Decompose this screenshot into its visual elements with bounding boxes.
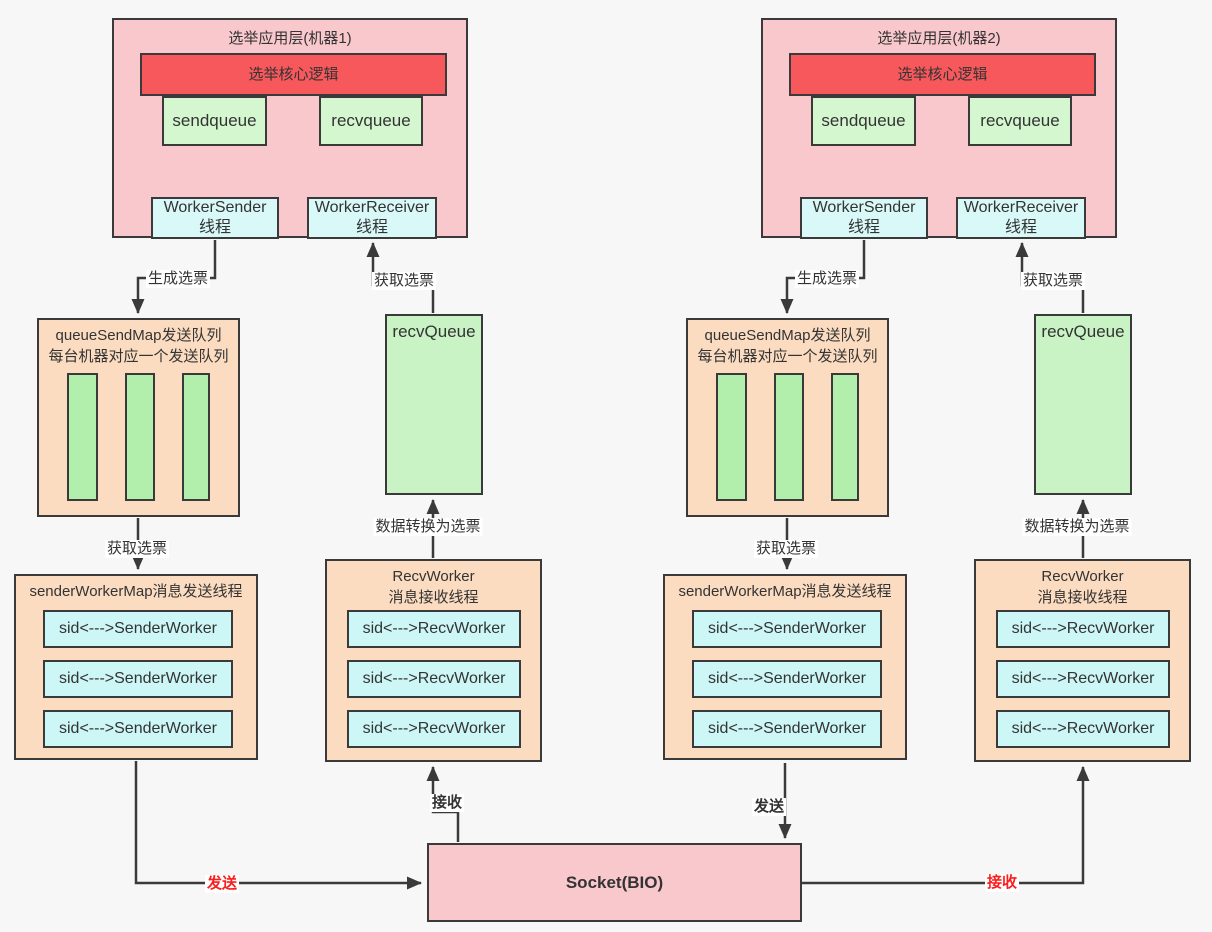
arrow-senderworkermap-to-socket-m1	[134, 761, 422, 890]
recv-worker-title-m1: RecvWorker 消息接收线程	[327, 566, 540, 608]
arrow-socket-to-recvworker-m2	[802, 766, 1090, 885]
sender-worker-row-m1-2: sid<--->SenderWorker	[43, 660, 233, 698]
recv-worker-row-m1-2: sid<--->RecvWorker	[347, 660, 521, 698]
label-receive-line-m2: 接收	[984, 874, 1020, 892]
label-convert-to-vote-m2: 数据转换为选票	[1022, 518, 1132, 536]
worker-receiver-name-m2: WorkerReceiver	[963, 199, 1079, 216]
send-queue-bar-m2-1	[716, 373, 747, 501]
queue-send-map-title-m1: queueSendMap发送队列 每台机器对应一个发送队列	[39, 325, 238, 367]
queue-send-map-title-line1-m2: queueSendMap发送队列	[704, 327, 871, 344]
worker-sender-box-m2: WorkerSender 线程	[800, 197, 928, 239]
worker-sender-name-m2: WorkerSender	[812, 199, 916, 216]
sender-worker-row-m2-2: sid<--->SenderWorker	[692, 660, 882, 698]
worker-receiver-name-m1: WorkerReceiver	[314, 199, 430, 216]
sender-worker-row-m1-1: sid<--->SenderWorker	[43, 610, 233, 648]
recv-worker-row-m2-3: sid<--->RecvWorker	[996, 710, 1170, 748]
panel-title-m2: 选举应用层(机器2)	[877, 30, 1001, 47]
sendqueue-box-m1: sendqueue	[162, 96, 267, 146]
recv-worker-row-m1-1: sid<--->RecvWorker	[347, 610, 521, 648]
send-queue-bar-m1-2	[125, 373, 155, 501]
recv-worker-title-line1-m1: RecvWorker	[392, 568, 475, 585]
worker-receiver-sub-m2: 线程	[1004, 219, 1037, 236]
sender-worker-map-title-m2: senderWorkerMap消息发送线程	[678, 583, 892, 600]
recv-worker-title-m2: RecvWorker 消息接收线程	[976, 566, 1189, 608]
queue-send-map-title-line1-m1: queueSendMap发送队列	[55, 327, 222, 344]
worker-receiver-sub-m1: 线程	[355, 219, 388, 236]
label-socket-receive-up-m1: 接收	[429, 794, 465, 812]
label-fetch-vote-top-m1: 获取选票	[371, 272, 437, 290]
recv-worker-title-line1-m2: RecvWorker	[1041, 568, 1124, 585]
send-queue-bar-m2-2	[774, 373, 804, 501]
send-queue-bar-m1-1	[67, 373, 98, 501]
core-logic-box-m1: 选举核心逻辑	[140, 53, 447, 96]
recv-worker-row-m2-2: sid<--->RecvWorker	[996, 660, 1170, 698]
queue-send-map-title-m2: queueSendMap发送队列 每台机器对应一个发送队列	[688, 325, 887, 367]
label-fetch-vote-mid-m2: 获取选票	[753, 540, 819, 558]
sendqueue-box-m2: sendqueue	[811, 96, 916, 146]
worker-sender-name-m1: WorkerSender	[163, 199, 267, 216]
label-generate-vote-m2: 生成选票	[794, 270, 860, 288]
recv-queue-label-m2: recvQueue	[1041, 322, 1125, 341]
worker-receiver-box-m2: WorkerReceiver 线程	[956, 197, 1086, 239]
worker-sender-sub-m2: 线程	[847, 219, 880, 236]
panel-title-m1: 选举应用层(机器1)	[228, 30, 352, 47]
label-fetch-vote-mid-m1: 获取选票	[104, 540, 170, 558]
worker-sender-sub-m1: 线程	[198, 219, 231, 236]
worker-sender-box-m1: WorkerSender 线程	[151, 197, 279, 239]
label-socket-send-down-m2: 发送	[751, 798, 787, 816]
send-queue-bar-m2-3	[831, 373, 859, 501]
recv-worker-title-line2-m1: 消息接收线程	[388, 589, 479, 606]
sender-worker-row-m2-1: sid<--->SenderWorker	[692, 610, 882, 648]
label-convert-to-vote-m1: 数据转换为选票	[373, 518, 483, 536]
send-queue-bar-m1-3	[182, 373, 210, 501]
recv-queue-box-m1: recvQueue	[385, 314, 483, 495]
label-generate-vote-m1: 生成选票	[145, 270, 211, 288]
recv-worker-row-m1-3: sid<--->RecvWorker	[347, 710, 521, 748]
label-send-line-m1: 发送	[204, 875, 240, 893]
recv-queue-label-m1: recvQueue	[392, 322, 476, 341]
queue-send-map-title-line2-m1: 每台机器对应一个发送队列	[48, 348, 229, 365]
recvqueue-box-m2: recvqueue	[968, 96, 1072, 146]
sender-worker-map-title-m1: senderWorkerMap消息发送线程	[29, 583, 243, 600]
sender-worker-row-m1-3: sid<--->SenderWorker	[43, 710, 233, 748]
recv-worker-title-line2-m2: 消息接收线程	[1037, 589, 1128, 606]
recvqueue-box-m1: recvqueue	[319, 96, 423, 146]
recv-worker-row-m2-1: sid<--->RecvWorker	[996, 610, 1170, 648]
queue-send-map-title-line2-m2: 每台机器对应一个发送队列	[697, 348, 878, 365]
recv-queue-box-m2: recvQueue	[1034, 314, 1132, 495]
sender-worker-row-m2-3: sid<--->SenderWorker	[692, 710, 882, 748]
label-fetch-vote-top-m2: 获取选票	[1020, 272, 1086, 290]
socket-bio-box: Socket(BIO)	[427, 843, 802, 922]
worker-receiver-box-m1: WorkerReceiver 线程	[307, 197, 437, 239]
core-logic-box-m2: 选举核心逻辑	[789, 53, 1096, 96]
